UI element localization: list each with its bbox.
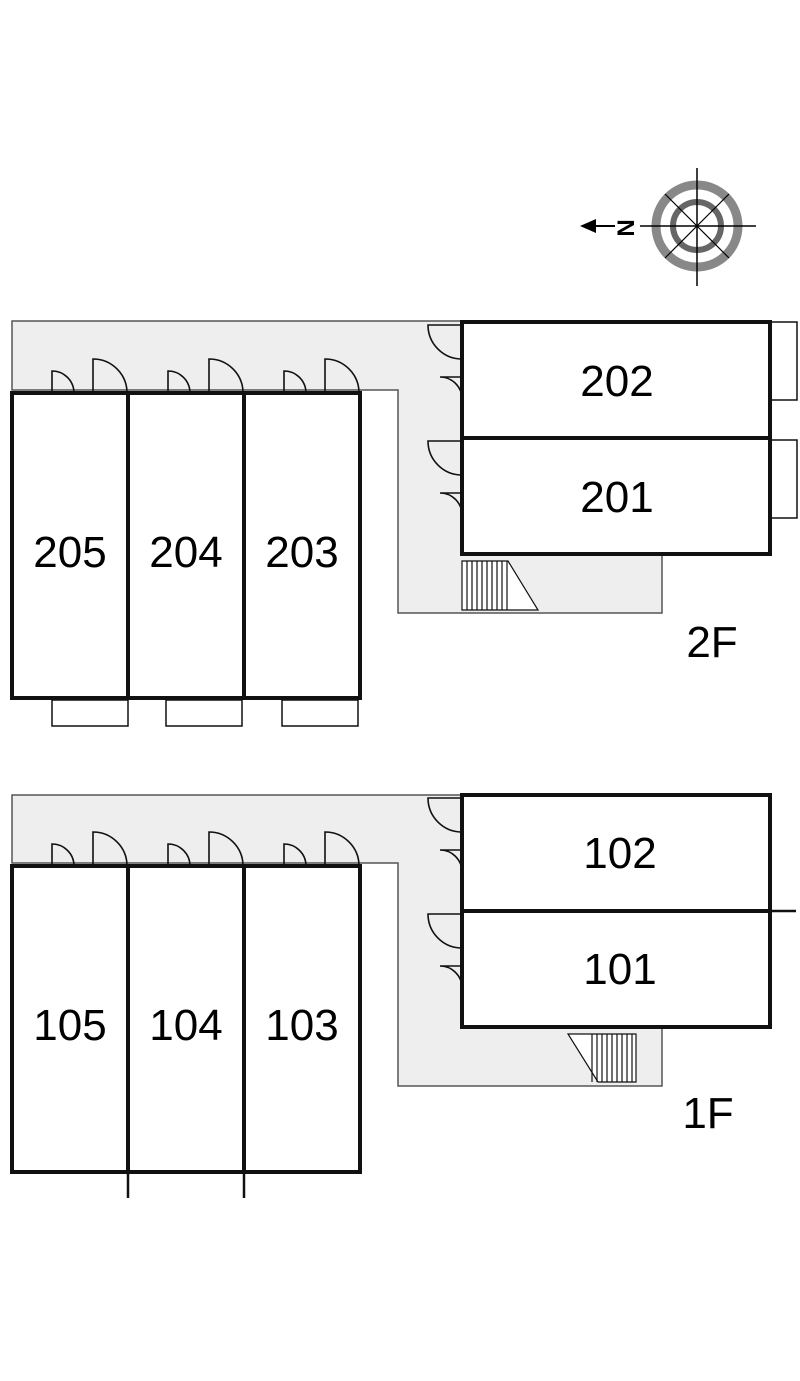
unit-number-105: 105 [33, 1001, 106, 1050]
floor-label-1f: 1F [682, 1089, 733, 1138]
door-icon [324, 831, 360, 867]
door-icon [439, 376, 463, 400]
unit-104 [126, 864, 246, 1174]
door-icon [283, 370, 307, 394]
unit-205 [10, 391, 130, 700]
unit-number-103: 103 [265, 1001, 338, 1050]
compass-north-letter: N [613, 219, 640, 236]
door-icon [324, 358, 360, 394]
doors-1f [51, 797, 463, 989]
door-icon [439, 849, 463, 873]
door-icon [439, 965, 463, 989]
unit-number-104: 104 [149, 1001, 222, 1050]
door-icon [427, 440, 463, 476]
balcony-205 [51, 699, 129, 727]
floor-2f: 205 204 203 202 201 2F [10, 320, 798, 727]
door-icon [167, 370, 191, 394]
unit-203 [242, 391, 362, 700]
unit-number-201: 201 [580, 473, 653, 522]
floor-label-2f: 2F [686, 618, 737, 667]
door-icon [92, 831, 128, 867]
stairs-1f [566, 1033, 637, 1083]
unit-201 [460, 436, 772, 556]
stair-outline [461, 560, 540, 611]
door-icon [283, 843, 307, 867]
door-icon [208, 831, 244, 867]
unit-number-204: 204 [149, 528, 222, 577]
balcony-204 [165, 699, 243, 727]
partition-lines-1f [126, 909, 796, 1198]
unit-103 [242, 864, 362, 1174]
unit-number-205: 205 [33, 528, 106, 577]
north-arrow-icon [580, 219, 596, 233]
compass: N [580, 168, 756, 286]
unit-number-101: 101 [583, 945, 656, 994]
balcony-201 [769, 439, 798, 519]
compass-diagonal-line [664, 193, 730, 259]
stairs-2f [461, 560, 540, 611]
balcony-203 [281, 699, 359, 727]
floor-1f: 105 104 103 102 101 1F [10, 793, 796, 1198]
door-icon [167, 843, 191, 867]
door-icon [92, 358, 128, 394]
doors-2f [51, 324, 463, 516]
unit-101 [460, 909, 772, 1029]
unit-number-203: 203 [265, 528, 338, 577]
door-icon [51, 370, 75, 394]
balcony-202 [769, 321, 798, 401]
unit-102 [460, 793, 772, 913]
door-icon [427, 797, 463, 833]
door-icon [51, 843, 75, 867]
door-icon [208, 358, 244, 394]
door-icon [427, 913, 463, 949]
unit-number-102: 102 [583, 829, 656, 878]
unit-202 [460, 320, 772, 440]
door-icon [439, 492, 463, 516]
door-icon [427, 324, 463, 360]
unit-number-202: 202 [580, 357, 653, 406]
